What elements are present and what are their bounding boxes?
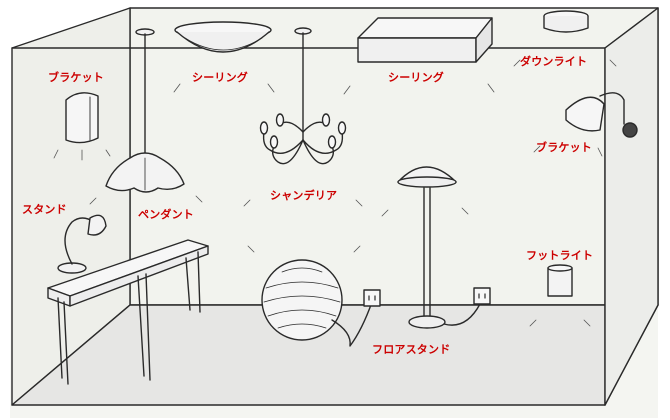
bracket-right-label: ブラケット xyxy=(536,141,592,154)
stand-label: スタンド xyxy=(22,203,67,216)
floor-stand-label: フロアスタンド xyxy=(372,343,451,356)
chandelier-label: シャンデリア xyxy=(270,189,338,202)
chandelier-icon xyxy=(259,27,347,165)
downlight-label: ダウンライト xyxy=(520,55,588,68)
bracket-light-icon xyxy=(65,92,99,144)
table-icon xyxy=(47,239,209,385)
downlight-icon xyxy=(543,10,589,33)
ball-lamp-icon xyxy=(261,259,373,347)
desk-lamp-icon xyxy=(57,214,107,274)
ceiling-left-label: シーリング xyxy=(192,71,248,84)
ceiling-light-icon xyxy=(174,21,272,53)
bracket-light-icon xyxy=(565,92,638,138)
floor-lamp-icon xyxy=(397,166,481,329)
pendant-light-icon xyxy=(105,28,185,193)
footlight-icon xyxy=(547,264,573,297)
front-right-wall xyxy=(604,7,659,406)
light-rays xyxy=(53,59,617,327)
ceiling-right-label: シーリング xyxy=(388,71,444,84)
ceiling-light-icon xyxy=(357,17,493,63)
bracket-left-label: ブラケット xyxy=(48,71,104,84)
footlight-label: フットライト xyxy=(526,249,594,262)
outlet-icon xyxy=(363,289,381,307)
outlet-icon xyxy=(473,287,491,305)
pendant-label: ペンダント xyxy=(138,208,194,221)
